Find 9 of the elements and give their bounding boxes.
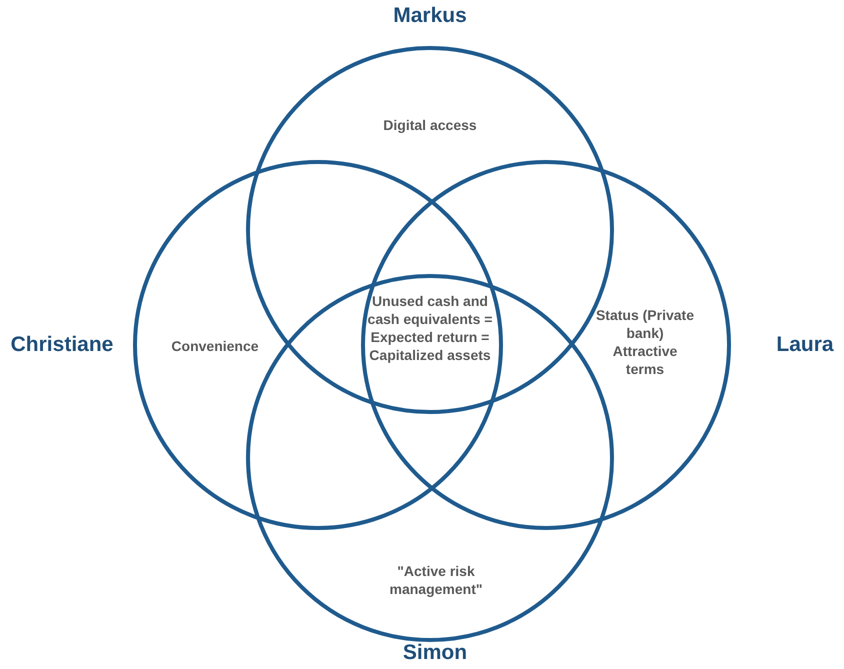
set-title: Laura: [775, 333, 835, 357]
set-title: Simon: [402, 641, 468, 665]
region-label: Convenience: [170, 337, 260, 355]
region-label: Unused cash and cash equivalents = Expected return = Capitalized assets: [366, 292, 494, 364]
region-label: Status (Private bank) Attractive terms: [594, 306, 696, 378]
set-title: Christiane: [10, 333, 114, 357]
set-title: Markus: [392, 4, 468, 28]
region-label: "Active risk management": [388, 562, 484, 598]
region-label: Digital access: [382, 116, 478, 134]
